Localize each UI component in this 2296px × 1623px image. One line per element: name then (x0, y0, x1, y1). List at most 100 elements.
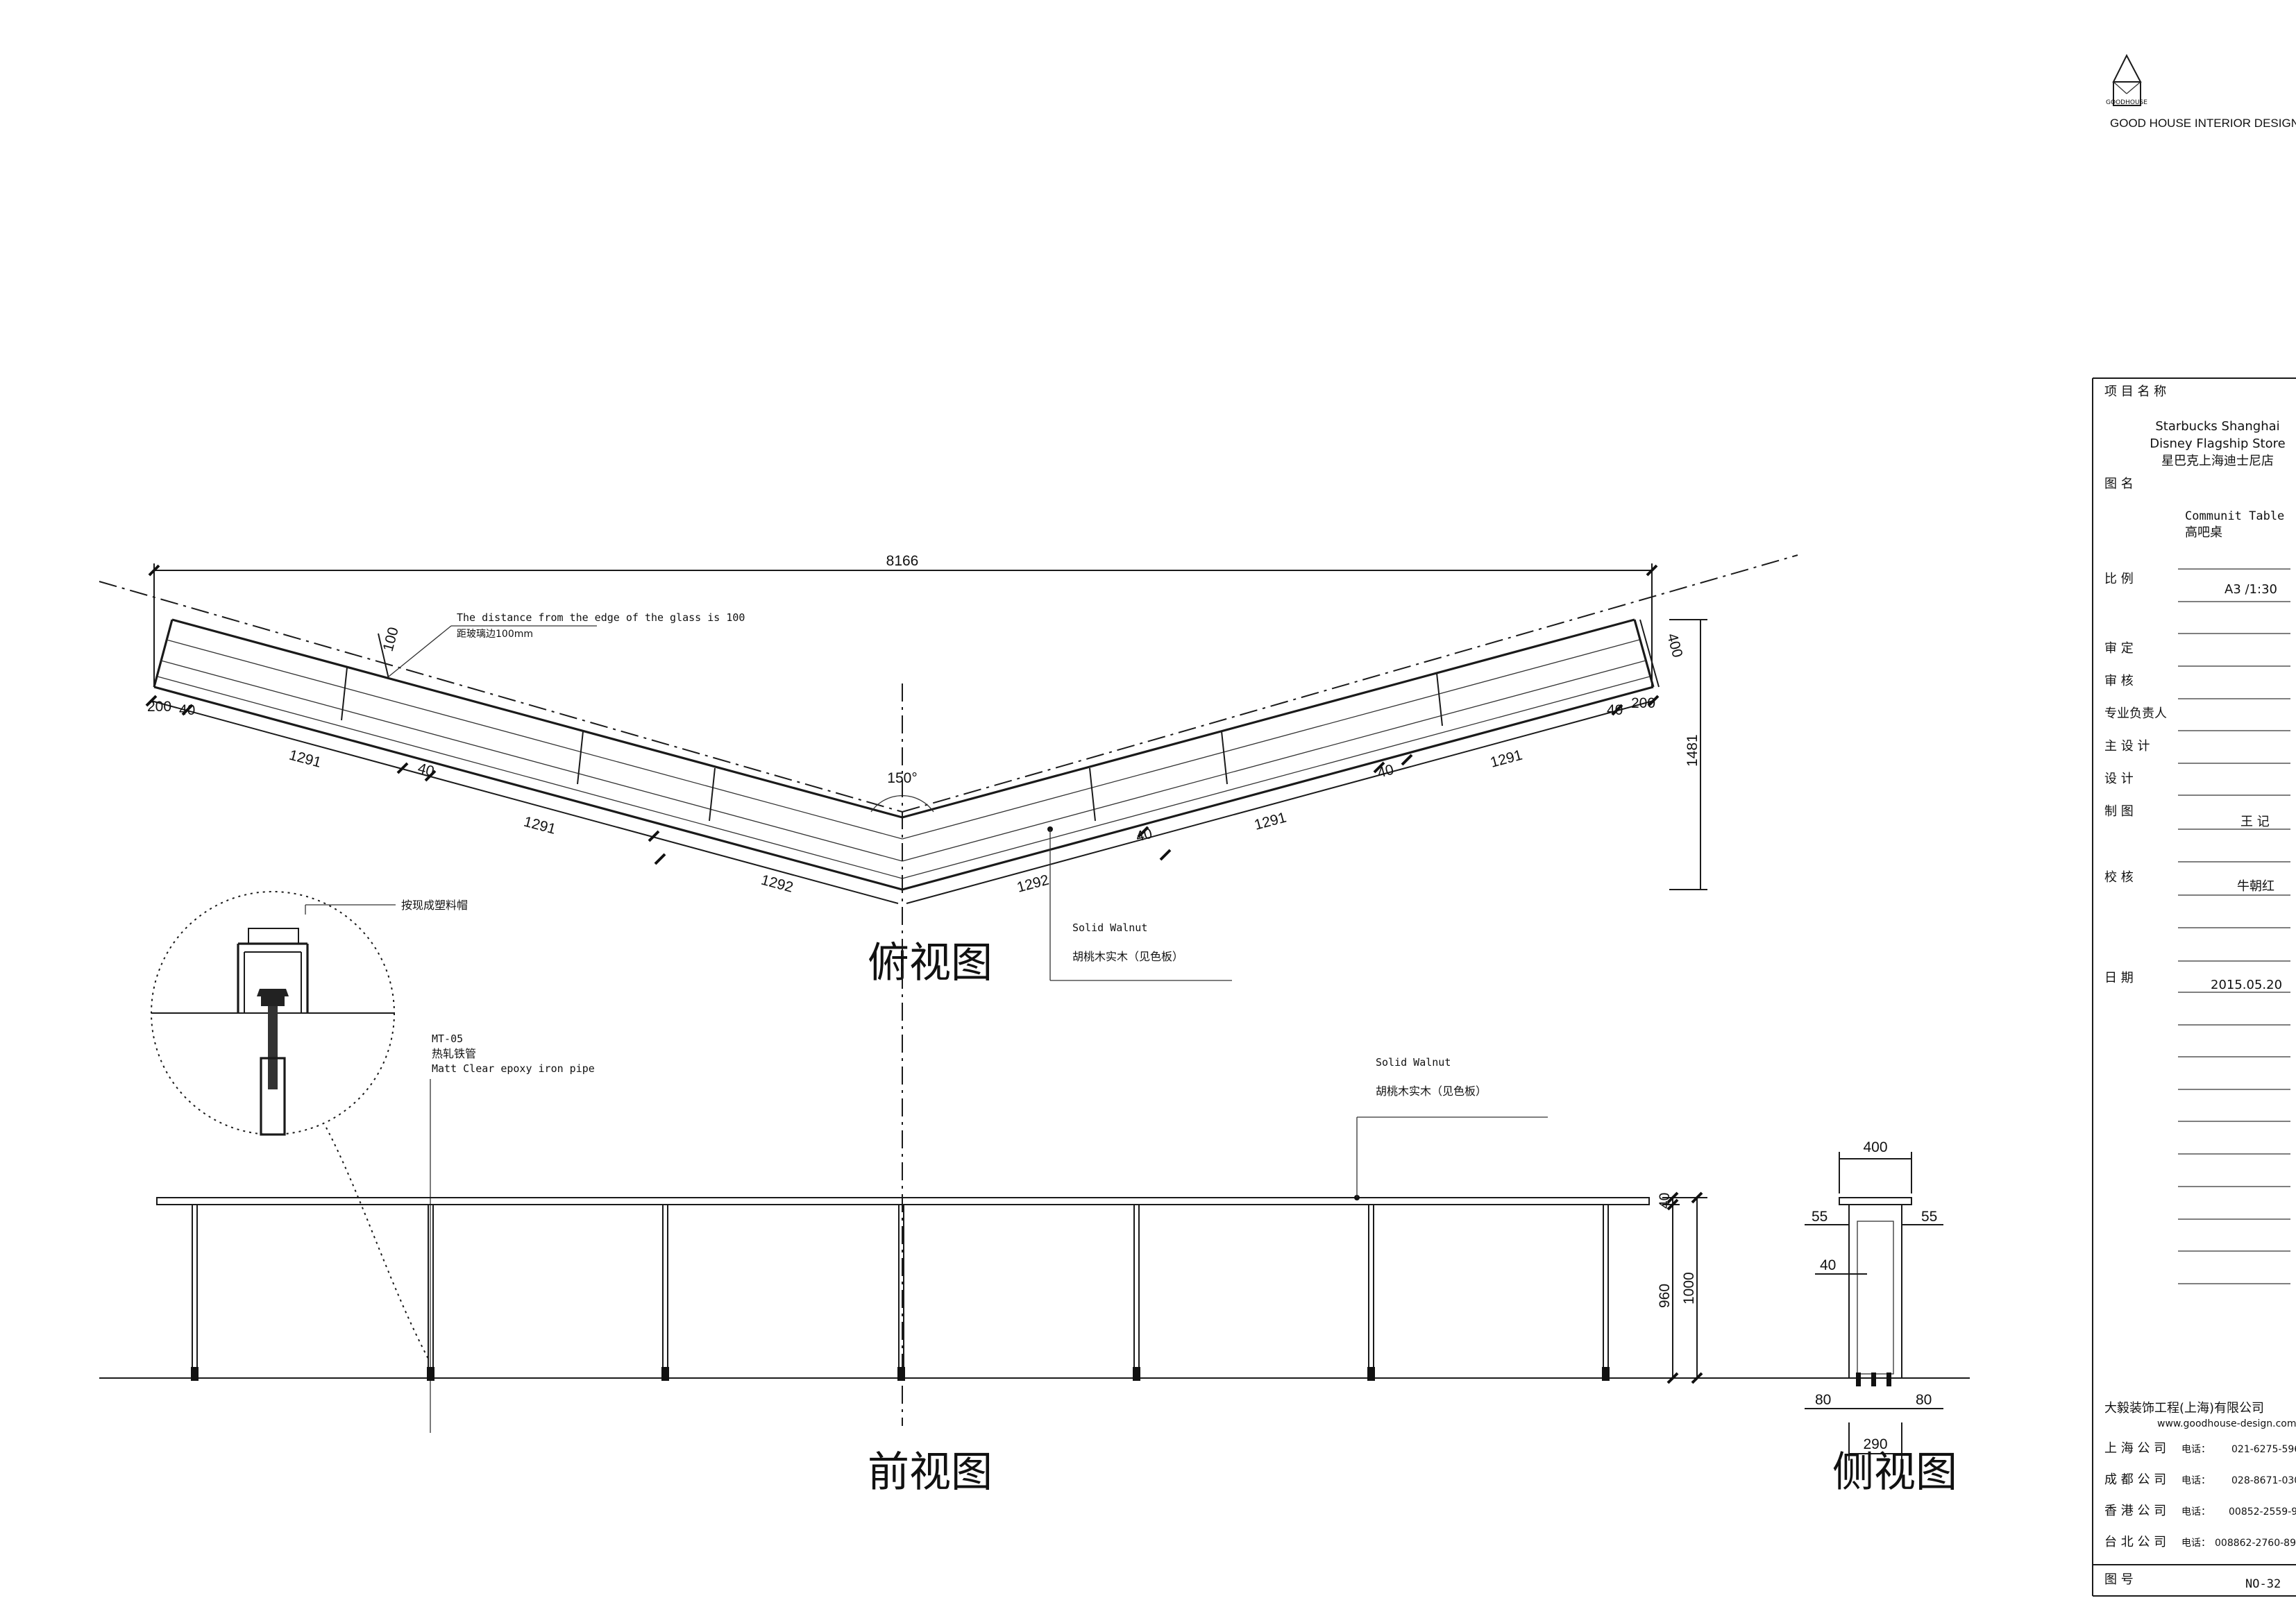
pipe-code: MT-05 (432, 1033, 463, 1045)
drawing-name-label: 图 名 (2104, 477, 2134, 491)
tel-label-hk: 电话： (2181, 1506, 2211, 1518)
side-inner-label: 40 (1820, 1257, 1836, 1273)
left-seg-2-label: 1291 (522, 814, 557, 838)
side-view: 400 55 55 40 80 80 290 侧视图 (1805, 1139, 1957, 1497)
table-leg-1 (191, 1205, 199, 1381)
angle-label: 150° (887, 770, 917, 786)
tel-hongkong: 00852-2559-9009 (2229, 1506, 2296, 1518)
left-end-40-label: 40 (179, 702, 195, 718)
date-label: 日 期 (2104, 971, 2134, 985)
checker-label: 校 核 (2104, 870, 2134, 885)
right-end-200-label: 200 (1631, 695, 1655, 711)
firm-website: www.goodhouse-design.com (2157, 1418, 2296, 1429)
project-name-en-2: Disney Flagship Store (2150, 436, 2285, 451)
pipe-callout: MT-05 热轧铁管 Matt Clear epoxy iron pipe (430, 1033, 595, 1433)
anchor-sleeve (260, 1057, 286, 1136)
design-label: 设 计 (2104, 772, 2134, 786)
project-name-label: 项 目 名 称 (2104, 384, 2166, 399)
house-roof-icon (2112, 53, 2142, 83)
front-material-en: Solid Walnut (1376, 1056, 1451, 1069)
glass-edge-line-right (902, 554, 1798, 813)
office-chengdu: 成 都 公 司 (2104, 1472, 2166, 1487)
review-label: 审 核 (2104, 674, 2134, 688)
side-table-top (1839, 1197, 1912, 1205)
depth-label: 400 (1664, 631, 1685, 659)
right-end-40-label: 40 (1607, 702, 1623, 718)
goodhouse-logo: GOODHOUSE GOOD HOUSE INTERIOR DESIGN (2106, 53, 2296, 130)
drawing-name-en: Communit Table (2185, 509, 2284, 523)
side-view-title: 侧视图 (1832, 1448, 1957, 1497)
right-segment-dimensions: 200 40 1292 40 1291 40 1291 (906, 695, 1660, 904)
front-material-cn: 胡桃木实木（见色板） (1376, 1085, 1487, 1098)
glass-distance-note-cn: 距玻璃边100mm (457, 628, 533, 640)
plastic-cap (248, 928, 299, 944)
table-legs (191, 1205, 1610, 1381)
leg-height-label: 960 (1657, 1284, 1673, 1308)
top-view-title: 俯视图 (868, 939, 993, 987)
date-value: 2015.05.20 (2211, 978, 2282, 992)
edge-offset-label: 100 (380, 625, 402, 653)
right-gap-1-label: 40 (1134, 826, 1154, 845)
table-leg-7 (1602, 1205, 1610, 1381)
right-seg-3-label: 1291 (1489, 747, 1524, 771)
table-top-right-wing (902, 618, 1655, 891)
side-foot-left-label: 80 (1815, 1392, 1831, 1408)
main-design-label: 主 设 计 (2104, 739, 2150, 754)
checker-value: 牛朝红 (2237, 879, 2274, 894)
office-hongkong: 香 港 公 司 (2104, 1504, 2166, 1518)
top-thickness-label: 40 (1657, 1193, 1673, 1209)
top-material-en: Solid Walnut (1072, 921, 1147, 934)
tel-chengdu: 028-8671-0303 (2231, 1475, 2296, 1486)
project-name-cn: 星巴克上海迪士尼店 (2161, 454, 2274, 468)
foot-detail: 按现成塑料帽 (151, 891, 468, 1361)
top-material-cn: 胡桃木实木（见色板） (1072, 950, 1183, 963)
lead-label: 专业负责人 (2104, 706, 2167, 721)
side-left-overhang-label: 55 (1812, 1209, 1827, 1225)
right-seg-2-label: 1291 (1253, 810, 1288, 833)
tel-label-tw: 电话： (2181, 1538, 2211, 1549)
top-view: 8166 400 1481 100 The distance from the … (99, 553, 1798, 987)
office-taipei: 台 北 公 司 (2104, 1535, 2166, 1549)
tel-shanghai: 021-6275-5965 (2231, 1444, 2296, 1455)
table-leg-2 (427, 1205, 434, 1381)
scale-label: 比 例 (2104, 572, 2134, 586)
pipe-cn: 热轧铁管 (432, 1047, 476, 1060)
tel-label-cd: 电话： (2181, 1475, 2211, 1486)
overall-depth-label: 1481 (1685, 734, 1700, 767)
drafter-value: 王 记 (2240, 815, 2270, 829)
firm-name: 大毅装饰工程(上海)有限公司 (2104, 1401, 2264, 1416)
tel-taipei: 008862-2760-8946 (2215, 1538, 2296, 1549)
front-view-title: 前视图 (868, 1448, 993, 1497)
overall-width-label: 8166 (886, 553, 919, 569)
approve-label: 审 定 (2104, 641, 2134, 656)
side-top-width-label: 400 (1863, 1139, 1887, 1155)
pipe-en: Matt Clear epoxy iron pipe (432, 1062, 595, 1075)
side-right-overhang-label: 55 (1921, 1209, 1937, 1225)
right-seg-1-label: 1292 (1015, 872, 1051, 896)
cap-note: 按现成塑料帽 (401, 899, 468, 912)
glass-distance-note-en: The distance from the edge of the glass … (457, 611, 745, 624)
left-seg-1-label: 1291 (287, 747, 323, 771)
drawing-number-label: 图 号 (2104, 1572, 2134, 1587)
threaded-rod (268, 1006, 278, 1089)
scale-value: A3 /1:30 (2225, 582, 2277, 597)
total-height-label: 1000 (1681, 1272, 1697, 1305)
right-gap-2-label: 40 (1376, 762, 1396, 781)
table-top-left-wing (153, 618, 903, 891)
office-shanghai: 上 海 公 司 (2104, 1441, 2166, 1456)
left-seg-3-label: 1292 (759, 872, 795, 896)
drafter-label: 制 图 (2104, 804, 2134, 819)
table-leg-4 (897, 1205, 905, 1381)
house-body-icon (2113, 81, 2141, 106)
table-leg-6 (1367, 1205, 1375, 1381)
drawing-name-cn: 高吧桌 (2185, 525, 2222, 540)
table-leg-5 (1133, 1205, 1140, 1381)
title-block: 项 目 名 称 Starbucks Shanghai Disney Flagsh… (2092, 377, 2296, 1597)
left-segment-dimensions: 200 40 1291 40 1291 1292 (145, 695, 899, 904)
left-end-200-label: 200 (147, 699, 171, 715)
project-name-en-1: Starbucks Shanghai (2155, 419, 2279, 434)
glass-edge-line-left (99, 581, 903, 813)
logo-mark-text: GOODHOUSE (2106, 99, 2147, 106)
side-base-width-label: 290 (1863, 1436, 1887, 1452)
